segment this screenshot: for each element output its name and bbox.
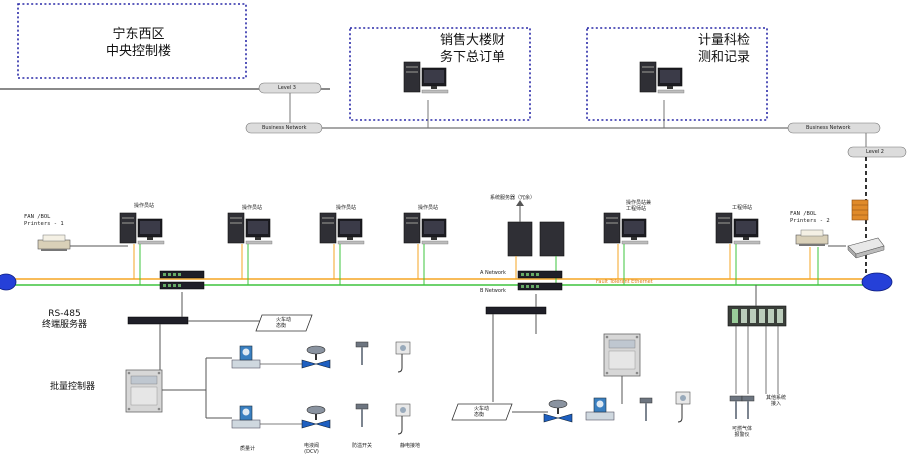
printer-1-icon bbox=[37, 234, 71, 252]
operator-engineer-station-icon bbox=[603, 212, 649, 245]
a-network-label: A Network bbox=[480, 270, 506, 276]
gas-detector-label: 可燃气体 报警仪 bbox=[732, 426, 753, 438]
flowmeter-3-icon bbox=[585, 397, 615, 421]
network-switch-left-b-icon bbox=[159, 281, 205, 290]
business-network-tag-right bbox=[787, 122, 881, 134]
rs485-label: RS-485 终端服务器 bbox=[42, 309, 88, 330]
zone-control-building bbox=[17, 3, 247, 79]
printer-1-label: FAN /BOL Printers - 1 bbox=[24, 214, 64, 227]
printer-2-label: FAN /BOL Printers - 2 bbox=[790, 211, 830, 224]
system-server-icon bbox=[507, 200, 565, 257]
zone-control-building-label: 宁东西区 中央控制楼 bbox=[106, 27, 172, 59]
network-switch-left-icon bbox=[159, 270, 205, 279]
batch-controller-label: 批量控制器 bbox=[50, 382, 96, 392]
metering-office-pc-icon bbox=[639, 61, 685, 94]
router-icon bbox=[847, 237, 885, 259]
valve-2-icon bbox=[301, 405, 331, 429]
operator-station-3-icon bbox=[319, 212, 365, 245]
flowmeter-2-icon bbox=[231, 405, 261, 429]
sales-office-pc-icon bbox=[403, 61, 449, 94]
batch-controller-right-icon bbox=[603, 333, 641, 377]
network-switch-right-b-icon bbox=[517, 282, 563, 291]
engineer-station-label: 工程师站 bbox=[732, 205, 753, 211]
b-network-label: B Network bbox=[480, 288, 506, 294]
railcar-scale-right-box bbox=[451, 403, 513, 421]
railcar-scale-right-label: 火车动 态衡 bbox=[474, 406, 490, 418]
grounder-3-icon bbox=[675, 391, 691, 423]
railcar-scale-left-label: 火车动 态衡 bbox=[276, 317, 292, 329]
printer-2-icon bbox=[795, 229, 829, 247]
zone-sales-office-label: 销售大楼财 务下总订单 bbox=[440, 33, 506, 65]
engineer-station-icon bbox=[715, 212, 761, 245]
operator-station-1-label: 操作员站 bbox=[134, 203, 155, 209]
operator-station-4-label: 操作员站 bbox=[418, 205, 439, 211]
railcar-scale-left-box bbox=[255, 314, 313, 332]
operator-station-1-icon bbox=[119, 212, 165, 245]
operator-station-4-icon bbox=[403, 212, 449, 245]
probe-3-icon bbox=[639, 397, 653, 422]
grounder-2-icon bbox=[395, 403, 411, 435]
system-server-label: 系统服务器（冗余） bbox=[490, 195, 536, 201]
fault-tolerant-label: Fault Tolerant Ethernet bbox=[596, 279, 653, 285]
static-ground-label: 静电接地 bbox=[400, 443, 421, 449]
network-switch-right-icon bbox=[517, 270, 563, 279]
business-network-tag-left bbox=[245, 122, 323, 134]
batch-controller-left-icon bbox=[125, 369, 163, 413]
zone-metering-office bbox=[586, 27, 768, 121]
field-switch-right-icon bbox=[485, 306, 547, 315]
operator-engineer-station-label: 操作员站兼 工程师站 bbox=[626, 200, 652, 212]
rs485-terminal-server-icon bbox=[127, 316, 189, 325]
level2-tag-label: Level 2 bbox=[866, 149, 884, 155]
level2-tag bbox=[847, 146, 907, 158]
other-systems-label: 其他系统 接入 bbox=[766, 395, 787, 407]
firewall-icon bbox=[851, 199, 869, 221]
grounder-1-icon bbox=[395, 341, 411, 373]
valve-1-icon bbox=[301, 345, 331, 369]
business-network-left-label: Business Network bbox=[262, 125, 307, 131]
zone-metering-office-label: 计量科检 测和记录 bbox=[698, 33, 751, 65]
valve-3-icon bbox=[543, 399, 573, 423]
level3-tag-label: Level 3 bbox=[278, 85, 296, 91]
gas-detector-2-icon bbox=[741, 395, 755, 420]
business-network-right-label: Business Network bbox=[806, 125, 851, 131]
flowmeter-label: 质量计 bbox=[240, 446, 256, 452]
gas-detector-1-icon bbox=[729, 395, 743, 420]
overflow-switch-label: 防溢开关 bbox=[352, 443, 373, 449]
plc-rack-icon bbox=[727, 305, 787, 327]
valve-label: 电液阀 (DCV) bbox=[304, 443, 320, 455]
probe-2-icon bbox=[355, 403, 369, 428]
network-endpoint-right bbox=[861, 272, 893, 292]
probe-1-icon bbox=[355, 341, 369, 366]
zone-sales-office bbox=[349, 27, 531, 121]
flowmeter-1-icon bbox=[231, 345, 261, 369]
operator-station-3-label: 操作员站 bbox=[336, 205, 357, 211]
operator-station-2-icon bbox=[227, 212, 273, 245]
operator-station-2-label: 操作员站 bbox=[242, 205, 263, 211]
network-endpoint-left bbox=[0, 273, 17, 291]
